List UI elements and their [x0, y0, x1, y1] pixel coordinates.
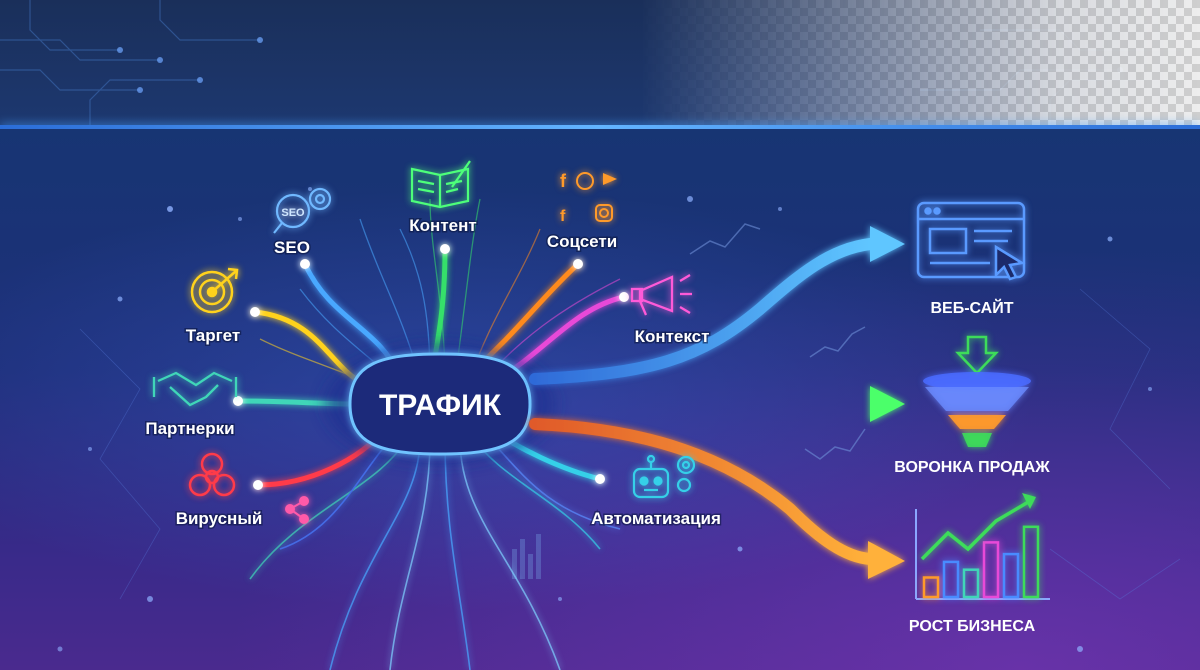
biohazard-share-icon [188, 452, 309, 524]
outcome-label-growth: РОСТ БИЗНЕСА [909, 618, 1036, 635]
growth-chart-bar [1022, 525, 1040, 599]
svg-text:f: f [560, 171, 567, 191]
outcome-label-funnel: ВОРОНКА ПРОДАЖ [894, 459, 1050, 476]
outcome-arrows [529, 226, 905, 579]
browser-window-cursor-icon [916, 201, 1026, 281]
background-network [79, 288, 1181, 600]
sales-funnel-icon [923, 335, 1031, 447]
source-label-social: Соцсети [547, 232, 617, 251]
seo-magnifier-gear-icon: SEO [273, 187, 332, 234]
center-label: ТРАФИК [379, 389, 502, 422]
source-endpoints [233, 244, 629, 490]
source-label-seo: SEO [274, 238, 310, 257]
source-label-viral: Вирусный [176, 509, 263, 528]
top-divider-line [0, 125, 1200, 129]
background-particles [57, 187, 1152, 652]
source-label-partners: Партнерки [145, 419, 234, 438]
outcome-label-website: ВЕБ-САЙТ [930, 298, 1013, 317]
growth-chart-bar [922, 576, 940, 599]
growth-chart-bar [1002, 552, 1020, 599]
source-label-target: Таргет [186, 326, 240, 345]
megaphone-icon [630, 274, 692, 316]
source-label-automation: Автоматизация [591, 509, 721, 528]
handshake-icon [152, 371, 238, 407]
traffic-diagram: ТРАФИК SEO f f [0, 129, 1200, 670]
arrow-to-website [529, 238, 876, 385]
center-hub: ТРАФИК [322, 342, 558, 466]
transparency-checkerboard [640, 0, 1200, 127]
growth-chart-bar [942, 560, 960, 599]
growth-chart-bar [982, 541, 1000, 599]
decor-mini-charts [512, 223, 866, 579]
growth-chart-bars [922, 525, 1040, 599]
diagram-canvas: ТРАФИК SEO f f [57, 160, 1181, 670]
top-strip-background [0, 0, 1200, 127]
open-book-pen-icon [410, 160, 471, 209]
bar-chart-growth-arrow-icon [915, 493, 1050, 600]
growth-chart-bar [962, 568, 980, 599]
arrow-to-growth [529, 418, 876, 565]
social-media-icons: f f [560, 171, 617, 225]
source-label-context: Контекст [635, 327, 710, 346]
robot-gears-icon [632, 454, 696, 499]
target-arrow-icon [190, 267, 239, 314]
svg-text:SEO: SEO [281, 207, 305, 219]
svg-text:f: f [560, 208, 566, 225]
source-label-content: Контент [409, 216, 476, 235]
